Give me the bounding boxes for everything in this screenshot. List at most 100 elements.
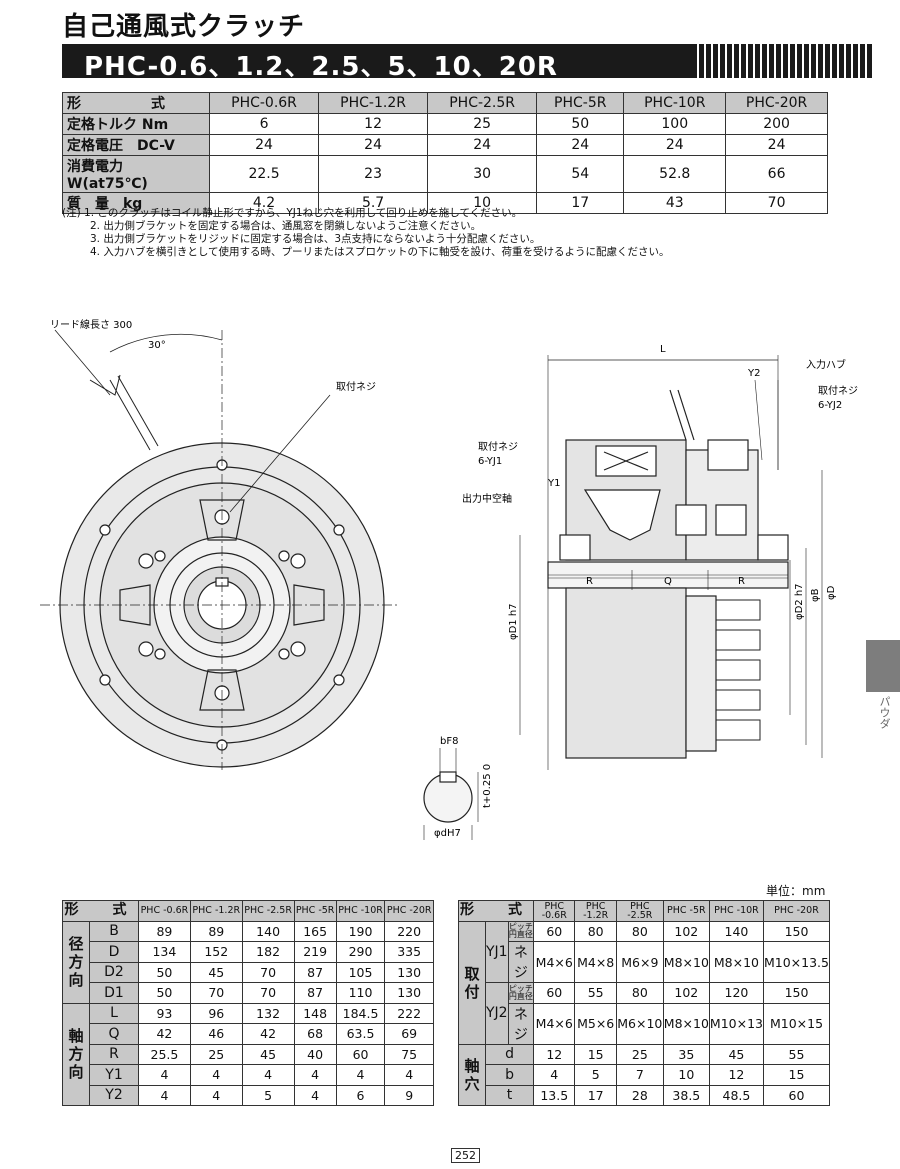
side-tab: [866, 640, 900, 692]
row-label: Y1: [89, 1064, 139, 1086]
note-line: 2. 出力側ブラケットを固定する場合は、通風窓を閉鎖しないようご注意ください。: [90, 220, 482, 232]
table-row: 質 量 kg 4.2 5.7 10 17 43 70: [62, 192, 828, 214]
keyway-detail: [423, 748, 479, 840]
table-cell: 55: [762, 1043, 831, 1065]
note-line: (注) 1. このクラッチはコイル静止形ですから、YJ1ねじ穴を利用して回り止め…: [62, 207, 523, 219]
table-cell: 25: [189, 1043, 243, 1065]
table-cell: 4: [189, 1084, 243, 1106]
table-cell: 45: [189, 961, 243, 983]
row-label: YJ2: [485, 982, 509, 1045]
page-title: 自己通風式クラッチ: [62, 12, 306, 42]
row-label: ピッチ円直径: [507, 982, 535, 1004]
table-cell: M8×10: [708, 941, 764, 983]
table-cell: 24: [536, 134, 625, 156]
table-cell: 45: [708, 1043, 764, 1065]
side-tab-label: パウダ: [878, 696, 891, 729]
dim-Y2-label: Y2: [747, 368, 760, 379]
dim-R2-label: R: [738, 576, 745, 587]
dimension-table-left: 形 式 PHC -0.6R PHC -1.2R PHC -2.5R PHC -5…: [62, 900, 434, 1106]
table-cell: M4×8: [574, 941, 617, 983]
dim-model: PHC -2.5R: [615, 900, 664, 922]
row-label: D2: [89, 961, 139, 983]
dim-model: PHC -20R: [762, 900, 831, 922]
table-cell: 12: [708, 1064, 764, 1086]
table-cell: 9: [384, 1084, 434, 1106]
table-cell: 120: [708, 982, 764, 1004]
table-cell: 28: [615, 1084, 664, 1106]
table-cell: 24: [427, 134, 538, 156]
table-cell: M10×13: [708, 1002, 764, 1045]
table-cell: 55: [574, 982, 617, 1004]
group-label: 取付: [458, 920, 486, 1045]
table-row: 取付 YJ1 ピッチ円直径 60 80 80 102 140 150: [458, 920, 831, 1045]
table-row: 定格電圧 DC-V 24 24 24 24 24 24: [62, 134, 828, 156]
table-row: Y2 4 4 5 4 6 9: [63, 1084, 434, 1106]
table-cell: 132: [241, 1002, 295, 1024]
table-cell: 70: [725, 192, 828, 214]
table-cell: 290: [335, 941, 386, 963]
note-line: 4. 入力ハブを横引きとして使用する時、プーリまたはスプロケットの下に軸受を設け…: [90, 246, 670, 258]
dim-L-label: L: [660, 344, 666, 355]
dim-model: PHC -1.2R: [574, 900, 617, 922]
dim-D1-label: φD1 h7: [508, 603, 519, 640]
table-cell: 50: [138, 961, 191, 983]
table-cell: 93: [138, 1002, 191, 1024]
table-cell: 69: [384, 1023, 434, 1045]
table-cell: 4: [241, 1064, 295, 1086]
table-cell: 4: [293, 1064, 337, 1086]
dim-model: PHC -5R: [662, 900, 710, 922]
table-cell: M10×13.5: [762, 941, 831, 983]
table-cell: 70: [189, 982, 243, 1004]
row-label: L: [89, 1002, 139, 1024]
table-cell: 45: [241, 1043, 295, 1065]
table-cell: 15: [762, 1064, 831, 1086]
spec-table: 形 式 PHC-0.6R PHC-1.2R PHC-2.5R PHC-5R PH…: [62, 92, 828, 214]
table-cell: 46: [189, 1023, 243, 1045]
table-row: 軸穴 d 12 15 25 35 45 55: [458, 1043, 831, 1106]
mount-screw-yj2-label: 取付ネジ: [818, 384, 858, 397]
row-label: ネジ: [507, 1002, 535, 1045]
table-cell: 219: [293, 941, 337, 963]
table-cell: 80: [615, 982, 664, 1004]
table-cell: 43: [623, 192, 727, 214]
spec-model: PHC-0.6R: [208, 92, 320, 114]
row-label: D1: [89, 982, 139, 1004]
table-row: 消費電力 W(at75℃) 22.5 23 30 54 52.8 66: [62, 155, 828, 193]
table-row: Q 42 46 42 68 63.5 69: [63, 1023, 434, 1045]
keyway-b-label: bF8: [440, 736, 458, 747]
table-row: Y1 4 4 4 4 4 4: [63, 1064, 434, 1086]
group-label: 軸穴: [458, 1043, 486, 1106]
table-row: 定格トルク Nm 6 12 25 50 100 200: [62, 113, 828, 135]
table-cell: 190: [335, 920, 386, 942]
table-cell: 5.7: [318, 192, 429, 214]
table-cell: 6: [335, 1084, 386, 1106]
table-cell: 182: [241, 941, 295, 963]
table-cell: 102: [662, 982, 710, 1004]
table-cell: 89: [189, 920, 243, 942]
table-cell: 148: [293, 1002, 337, 1024]
model-banner: PHC-0.6、1.2、2.5、5、10、20R: [62, 44, 872, 78]
row-label: YJ1: [485, 920, 509, 983]
row-label: 消費電力 W(at75℃): [62, 155, 210, 193]
banner-stripes: [692, 44, 872, 78]
spec-model: PHC-20R: [725, 92, 828, 114]
table-cell: 60: [762, 1084, 831, 1106]
table-cell: 10: [662, 1064, 710, 1086]
table-cell: 335: [384, 941, 434, 963]
table-cell: 12: [533, 1043, 576, 1065]
table-cell: 40: [293, 1043, 337, 1065]
dim-header-label: 形 式: [457, 900, 535, 922]
table-cell: 134: [138, 941, 191, 963]
note-line: 3. 出力側ブラケットをリジッドに固定する場合は、3点支持にならないよう十分配慮…: [90, 233, 541, 245]
table-cell: 22.5: [208, 155, 320, 193]
table-cell: 60: [335, 1043, 386, 1065]
table-cell: 80: [615, 920, 664, 942]
table-cell: 165: [293, 920, 337, 942]
row-label: 定格電圧 DC-V: [62, 134, 210, 156]
table-cell: 4: [189, 1064, 243, 1086]
table-cell: 6: [208, 113, 320, 135]
row-label: d: [484, 1043, 535, 1065]
table-cell: 25.5: [138, 1043, 191, 1065]
mount-screw-yj1-spec: 6-YJ1: [478, 456, 502, 467]
table-cell: 15: [574, 1043, 617, 1065]
